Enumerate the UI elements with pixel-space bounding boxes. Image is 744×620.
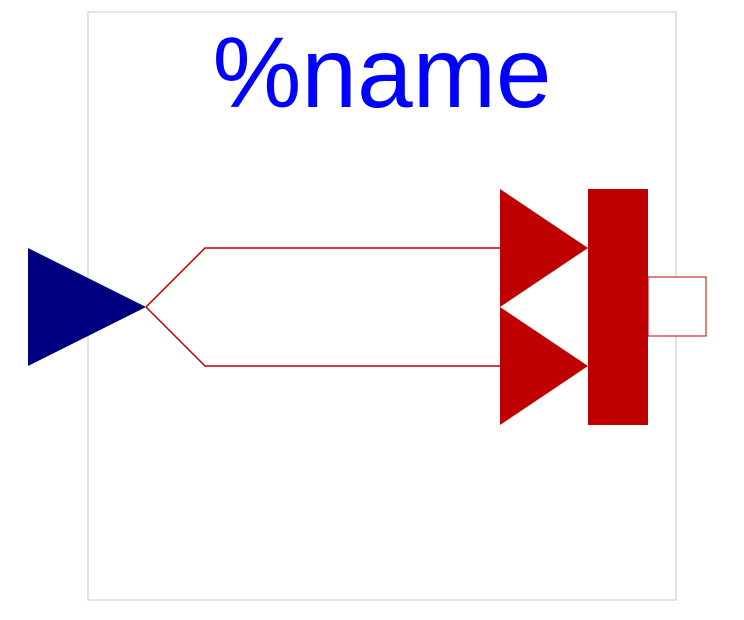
block-name-label: %name [212, 17, 551, 129]
upper-connection-line [145, 247, 500, 308]
collector-bar-icon [588, 189, 648, 425]
lower-connection-line [145, 306, 500, 367]
input-port-triangle-icon[interactable] [28, 248, 146, 366]
output-port-square-icon[interactable] [647, 276, 707, 337]
lower-arrow-icon [500, 307, 588, 425]
upper-arrow-icon [500, 189, 588, 307]
